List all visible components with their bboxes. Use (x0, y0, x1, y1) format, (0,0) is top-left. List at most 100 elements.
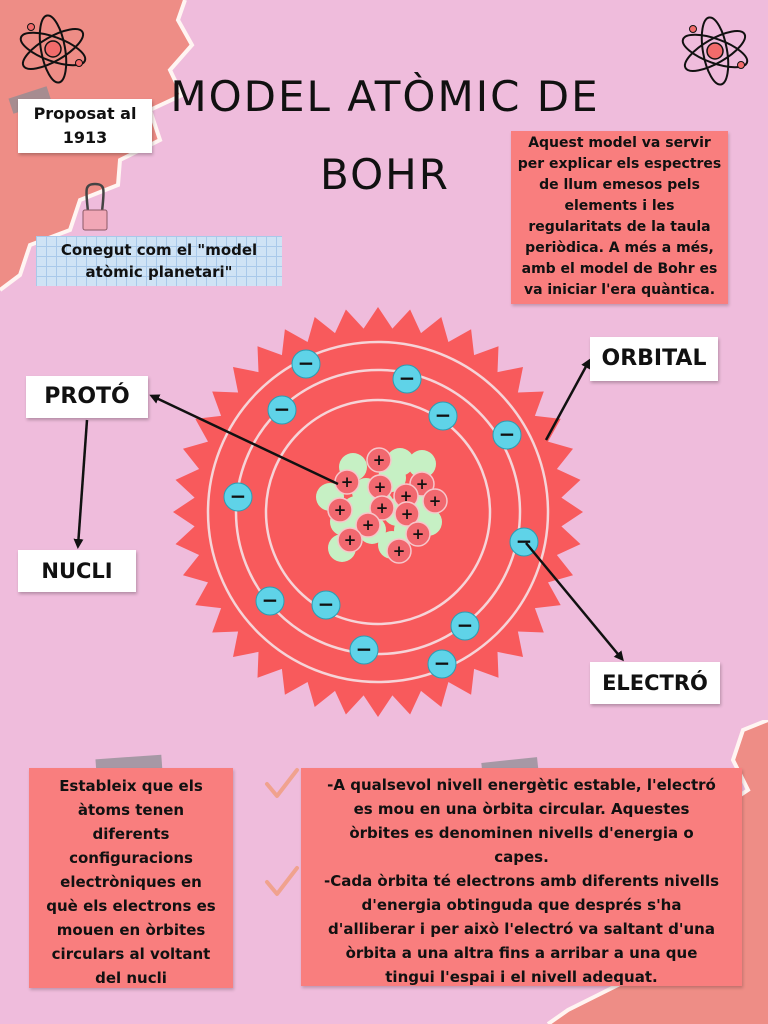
proton (369, 495, 395, 521)
electron-sign: − (499, 422, 516, 446)
arrow-nucleus (73, 419, 89, 549)
electron (255, 586, 285, 616)
configuration-line: del nucli (95, 969, 167, 987)
energy-levels-line: d'alliberar i per això l'electró va salt… (328, 920, 715, 938)
energy-levels-line: -Cada òrbita té electrons amb diferents … (323, 872, 720, 890)
purpose-line: regularitats de la taula (528, 219, 711, 235)
proton-sign: + (429, 492, 442, 510)
proton (366, 447, 392, 473)
energy-levels-line: tingui l'espai i el nivell adequat. (385, 968, 658, 986)
configuration-line: circulars al voltant (51, 945, 211, 963)
purpose-note: Aquest model va servir per explicar els … (511, 131, 728, 304)
proton (355, 512, 381, 538)
arrow-proton (149, 394, 339, 486)
proton-sign: + (334, 501, 347, 519)
electron-sign: − (274, 397, 291, 421)
purpose-line: va iniciar l'era quàntica. (523, 282, 716, 298)
configuration-line: electròniques en (60, 873, 202, 891)
energy-levels-line: -A qualsevol nivell energètic estable, l… (327, 776, 716, 794)
proton (422, 488, 448, 514)
configuration-line: Estableix que els (59, 777, 203, 795)
proton-sign: + (412, 525, 425, 543)
purpose-line: elements i les (564, 198, 675, 214)
proton-sign: + (374, 478, 387, 496)
purpose-line: amb el model de Bohr es (521, 261, 718, 277)
label-nucleus: NUCLI (18, 550, 136, 592)
proton-sign: + (341, 473, 354, 491)
planetary-model-note: Conegut com el "model atòmic planetari" (36, 236, 282, 286)
electron (450, 611, 480, 641)
energy-levels-line: òrbita a una altra fins a arribar a una … (345, 944, 698, 962)
electron-sign: − (318, 592, 335, 616)
neutron (408, 450, 436, 478)
label-electron: ELECTRÓ (590, 662, 720, 704)
proposed-line-1: Proposat al (33, 104, 137, 123)
proton (337, 527, 363, 553)
proton-sign: + (400, 487, 413, 505)
configuration-line: àtoms tenen (77, 801, 185, 819)
proton (405, 521, 431, 547)
electron-sign: − (356, 637, 373, 661)
checkmark-icon (265, 866, 299, 896)
purpose-line: per explicar els espectres (517, 156, 722, 172)
electron (392, 364, 422, 394)
configuration-line: diferents (92, 825, 170, 843)
arrow-electron (525, 542, 624, 662)
title-line-1: MODEL ATÒMIC DE (170, 72, 600, 121)
binder-clip-icon (82, 182, 108, 231)
proton (327, 497, 353, 523)
arrow-orbital (544, 358, 591, 441)
electron (311, 590, 341, 620)
proton (394, 501, 420, 527)
proton-sign: + (344, 531, 357, 549)
page-title: MODEL ATÒMIC DE BOHR (150, 58, 620, 214)
electron-sign: − (399, 366, 416, 390)
atom-icon (19, 14, 87, 84)
orbit-ring (234, 368, 522, 656)
electron (428, 401, 458, 431)
orbit-ring (264, 398, 492, 626)
proposed-card: Proposat al 1913 (18, 99, 152, 153)
configuration-line: configuracions (69, 849, 193, 867)
electron (291, 349, 321, 379)
electron (427, 649, 457, 679)
configuration-line: mouen en òrbites (56, 921, 206, 939)
planetary-line-2: atòmic planetari" (85, 263, 233, 281)
electron (223, 482, 253, 512)
energy-levels-line: es mou en una òrbita circular. Aquestes (353, 800, 690, 818)
electron-sign: − (435, 403, 452, 427)
electron (492, 420, 522, 450)
energy-levels-note: -A qualsevol nivell energètic estable, l… (301, 768, 742, 986)
energy-levels-line: capes. (494, 848, 549, 866)
proton-sign: + (416, 475, 429, 493)
label-orbital: ORBITAL (590, 337, 718, 381)
energy-levels-line: òrbites es denominen nivells d'energia o (349, 824, 694, 842)
purpose-line: de llum emesos pels (539, 177, 700, 193)
electron-sign: − (457, 613, 474, 637)
configuration-line: què els electrons es (46, 897, 216, 915)
electron-sign: − (434, 651, 451, 675)
proton-sign: + (376, 499, 389, 517)
electron-sign: − (230, 484, 247, 508)
electron (349, 635, 379, 665)
electron-sign: − (262, 588, 279, 612)
proton-sign: + (401, 505, 414, 523)
proton-sign: + (393, 542, 406, 560)
orbit-ring (206, 340, 550, 684)
proton (386, 538, 412, 564)
proton-sign: + (373, 451, 386, 469)
label-proton: PROTÓ (26, 376, 148, 418)
checkmark-icon (265, 768, 299, 798)
planetary-line-1: Conegut com el "model (60, 241, 258, 259)
energy-levels-line: d'energia obtinguda que després s'ha (361, 896, 682, 914)
purpose-line: Aquest model va servir (528, 135, 711, 151)
purpose-line: periòdica. A més a més, (525, 240, 714, 256)
title-line-2: BOHR (320, 150, 450, 199)
configuration-note: Estableix que els àtoms tenen diferents … (29, 768, 233, 988)
proton-sign: + (362, 516, 375, 534)
electron (267, 395, 297, 425)
electron-sign: − (298, 351, 315, 375)
atom-icon (681, 16, 749, 86)
proposed-line-2: 1913 (62, 128, 108, 147)
